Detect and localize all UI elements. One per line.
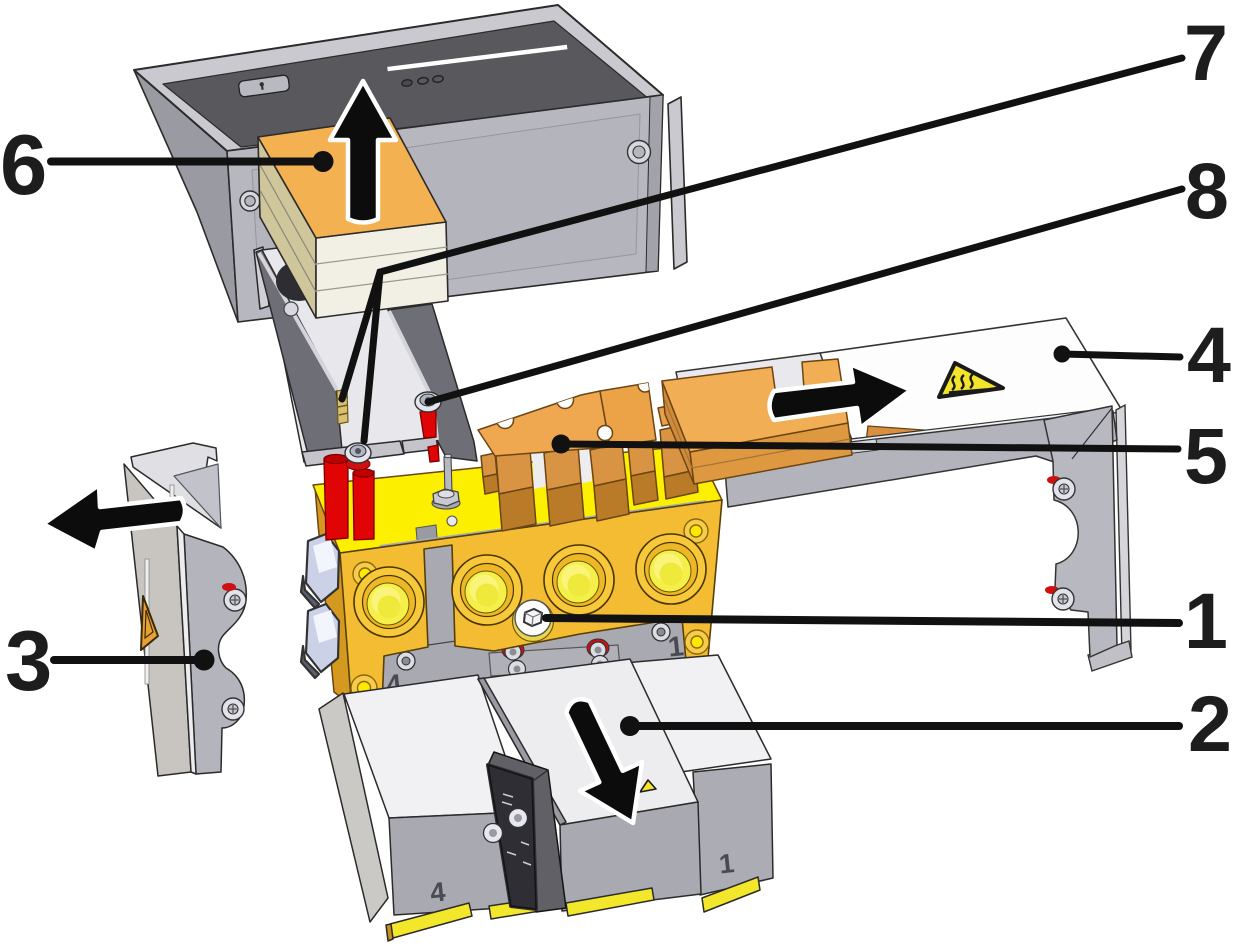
svg-text:6: 6	[0, 118, 47, 213]
svg-text:3: 3	[5, 614, 52, 709]
svg-text:1: 1	[666, 630, 685, 662]
svg-text:5: 5	[1184, 411, 1228, 500]
svg-text:1: 1	[1184, 576, 1228, 665]
svg-text:4: 4	[429, 877, 447, 908]
svg-text:2: 2	[1188, 679, 1232, 768]
svg-text:8: 8	[1185, 146, 1229, 235]
svg-text:4: 4	[1187, 310, 1231, 399]
svg-text:1: 1	[718, 848, 736, 879]
svg-text:7: 7	[1184, 8, 1228, 97]
